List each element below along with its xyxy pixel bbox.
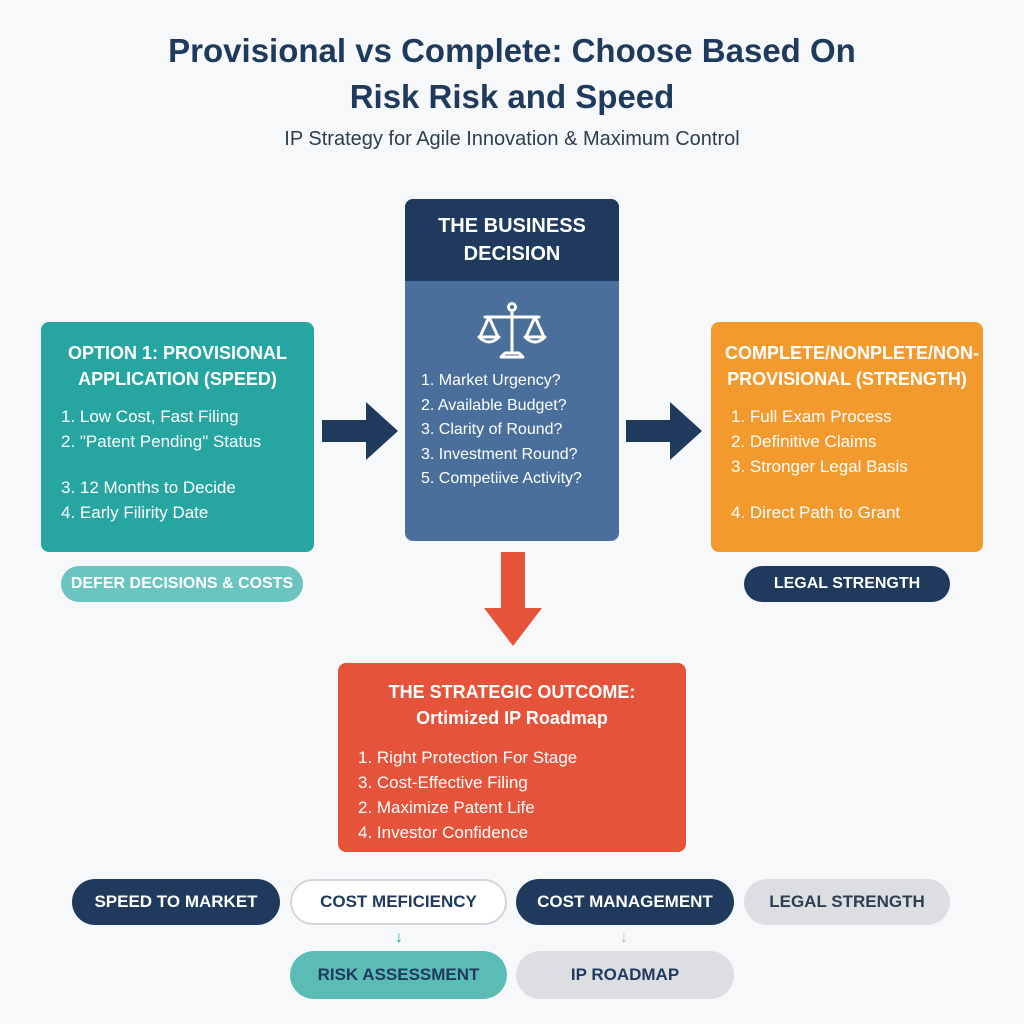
balance-scale-icon: [477, 302, 547, 359]
page-title: Provisional vs Complete: Choose Based On…: [0, 28, 1024, 120]
outcome-item: 3. Cost-Effective Filing: [358, 773, 528, 792]
option1-item: 3. 12 Months to Decide: [61, 478, 236, 497]
pill-cost-management: COST MANAGEMENT: [516, 879, 734, 925]
title-line-1: Provisional vs Complete: Choose Based On: [168, 32, 856, 69]
pill-legal-strength: LEGAL STRENGTH: [744, 879, 950, 925]
outcome-title: THE STRATEGIC OUTCOME:: [388, 682, 636, 702]
page-subtitle: IP Strategy for Agile Innovation & Maxim…: [284, 128, 740, 150]
decision-item: 2. Available Budget?: [421, 396, 567, 414]
small-arrow-down-icon: ↓: [620, 929, 628, 946]
option2-card: COMPLETE/NONPLETE/NON-PROVISIONAL (STREN…: [711, 322, 983, 552]
option2-item: 2. Definitive Claims: [731, 432, 877, 451]
option2-item: 1. Full Exam Process: [731, 407, 892, 426]
option1-title: OPTION 1: PROVISIONAL APPLICATION (SPEED…: [67, 343, 288, 389]
decision-item: 1. Market Urgency?: [421, 372, 561, 389]
option1-item: 1. Low Cost, Fast Filing: [61, 407, 239, 426]
option1-item: 2. "Patent Pending" Status: [61, 432, 262, 451]
outcome-item: 1. Right Protection For Stage: [358, 748, 578, 767]
pill-cost-efficiency: COST MEFICIENCY: [290, 879, 507, 925]
outcome-item: 4. Investor Confidence: [358, 823, 529, 842]
small-arrow-down-icon: ↓: [395, 929, 403, 946]
title-line-2: Risk Risk and Speed: [349, 78, 675, 115]
option1-item: 4. Early Filirity Date: [61, 503, 209, 522]
decision-header: THE BUSINESS DECISION: [405, 199, 619, 281]
option1-tag: DEFER DECISIONS & COSTS: [61, 566, 303, 602]
option2-title: COMPLETE/NONPLETE/NON-PROVISIONAL (STREN…: [725, 343, 980, 389]
option2-spacer: [731, 479, 969, 500]
outcome-item: 2. Maximize Patent Life: [358, 798, 535, 817]
pill-ip-roadmap: IP ROADMAP: [516, 951, 734, 999]
arrow-right-icon: [626, 402, 702, 460]
decision-item: 3. Clarity of Round?: [421, 421, 563, 438]
option2-item: 4. Direct Path to Grant: [731, 503, 901, 522]
outcome-subtitle: Ortimized IP Roadmap: [416, 708, 608, 728]
decision-item: 5. Competiive Activity?: [421, 470, 582, 487]
decision-item: 3. Investment Round?: [421, 445, 578, 463]
outcome-card: THE STRATEGIC OUTCOME: Ortimized IP Road…: [338, 663, 686, 852]
option2-tag: LEGAL STRENGTH: [744, 566, 950, 602]
decision-title: THE BUSINESS DECISION: [438, 215, 586, 265]
option2-item: 3. Stronger Legal Basis: [731, 457, 908, 476]
arrow-right-icon: [322, 402, 398, 460]
arrow-down-icon: [484, 552, 542, 646]
option1-spacer: [61, 454, 294, 475]
pill-speed-to-market: SPEED TO MARKET: [72, 879, 280, 925]
option1-card: OPTION 1: PROVISIONAL APPLICATION (SPEED…: [41, 322, 314, 552]
pill-risk-assessment: RISK ASSESSMENT: [290, 951, 507, 999]
decision-card: THE BUSINESS DECISION 1. Market Urgency?…: [405, 199, 619, 541]
